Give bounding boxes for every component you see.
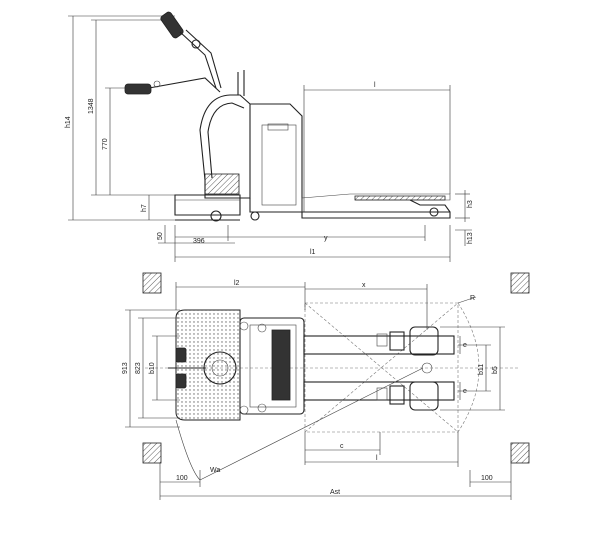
h14-value: 1348 bbox=[88, 98, 95, 114]
b1-913-label: 913 bbox=[122, 362, 129, 374]
d50-label: 50 bbox=[157, 232, 164, 240]
c-label: c bbox=[340, 443, 344, 450]
h13-label: h13 bbox=[467, 232, 474, 244]
tiller-arm bbox=[124, 11, 245, 96]
side-view: h14 1348 770 h7 50 bbox=[65, 11, 474, 262]
b5-label: b5 bbox=[492, 366, 499, 374]
l2-label: l2 bbox=[234, 280, 240, 287]
wa-label: Wa bbox=[210, 467, 220, 474]
d396-label: 396 bbox=[193, 238, 205, 245]
clear-right-label: 100 bbox=[481, 475, 493, 482]
l-bottom-label: l bbox=[376, 455, 378, 462]
h14-label: h14 bbox=[65, 116, 72, 128]
top-view: l2 x R 913 823 b10 e e b11 b5 bbox=[122, 272, 530, 500]
r-label: R bbox=[470, 295, 475, 302]
forks bbox=[301, 193, 451, 219]
e-bottom-label: e bbox=[463, 388, 467, 395]
h7-label: h7 bbox=[141, 204, 148, 212]
truck-plan bbox=[168, 309, 305, 421]
b-823-label: 823 bbox=[135, 362, 142, 374]
pillar-top-right bbox=[510, 272, 530, 294]
height-770-label: 770 bbox=[102, 138, 109, 150]
clear-left-label: 100 bbox=[176, 475, 188, 482]
h3-label: h3 bbox=[467, 200, 474, 208]
forks-plan bbox=[303, 326, 455, 411]
l-label-top: l bbox=[374, 82, 376, 89]
pillar-bottom-left bbox=[142, 442, 162, 464]
b11-label: b11 bbox=[478, 364, 485, 375]
l1-label: l1 bbox=[310, 249, 316, 256]
y-label: y bbox=[324, 235, 328, 242]
x-label: x bbox=[362, 282, 366, 289]
ast-label: Ast bbox=[330, 489, 340, 496]
b10-label: b10 bbox=[149, 362, 156, 374]
pillar-top-left bbox=[142, 272, 162, 294]
pillar-bottom-right bbox=[510, 442, 530, 464]
truck-body bbox=[174, 94, 303, 222]
e-top-label: e bbox=[463, 342, 467, 349]
